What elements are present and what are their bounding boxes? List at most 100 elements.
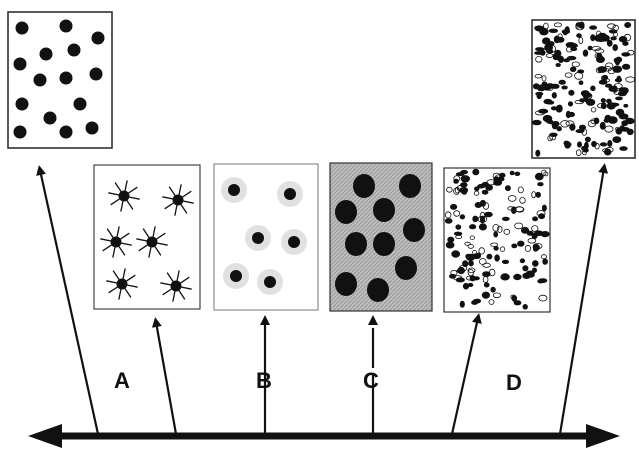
network-domain bbox=[482, 292, 489, 298]
network-domain bbox=[570, 124, 575, 131]
network-domain bbox=[456, 225, 461, 230]
network-domain bbox=[577, 34, 582, 38]
network-domain bbox=[466, 254, 471, 258]
network-domain bbox=[570, 67, 576, 72]
network-domain bbox=[598, 33, 607, 39]
network-domain bbox=[536, 48, 544, 51]
particle-dot bbox=[345, 232, 367, 256]
network-domain bbox=[539, 279, 547, 283]
network-domain bbox=[532, 120, 541, 125]
network-domain bbox=[607, 40, 612, 46]
network-domain bbox=[542, 38, 550, 44]
network-domain bbox=[537, 93, 542, 98]
particle-dot bbox=[367, 278, 389, 302]
network-domain bbox=[565, 141, 571, 148]
particle-dot bbox=[373, 198, 395, 222]
particle-dot bbox=[68, 44, 81, 57]
panel-dots-on-gray-matrix bbox=[330, 163, 432, 311]
network-domain bbox=[460, 187, 468, 193]
network-domain bbox=[538, 183, 544, 186]
network-domain bbox=[454, 232, 462, 235]
arrow-to-star-particles bbox=[156, 322, 176, 434]
network-domain bbox=[613, 137, 621, 143]
network-domain bbox=[535, 173, 543, 180]
panel-dense-network bbox=[532, 20, 635, 158]
particle-dot bbox=[90, 68, 103, 81]
network-domain bbox=[556, 37, 564, 42]
label-b: B bbox=[256, 368, 272, 393]
particle-dot bbox=[335, 272, 357, 296]
particle-dot bbox=[60, 126, 73, 139]
panel-haloed-particles bbox=[214, 164, 318, 310]
network-domain bbox=[546, 50, 553, 54]
network-domain bbox=[461, 176, 470, 183]
panel-mixed-network bbox=[444, 168, 550, 312]
particle-dot bbox=[34, 74, 47, 87]
network-domain bbox=[472, 301, 478, 305]
network-domain bbox=[469, 225, 475, 229]
particle-dot bbox=[373, 232, 395, 256]
network-domain bbox=[600, 122, 605, 129]
particle-dot bbox=[60, 72, 73, 85]
network-domain bbox=[607, 103, 615, 110]
network-domain bbox=[482, 190, 488, 194]
particle-dot bbox=[92, 32, 105, 45]
haloed-particle-core bbox=[230, 270, 242, 282]
arrow-to-dense-network bbox=[560, 168, 604, 434]
network-domain bbox=[562, 30, 570, 34]
network-domain bbox=[523, 266, 528, 271]
label-c: C bbox=[363, 368, 379, 393]
network-domain bbox=[569, 90, 574, 95]
network-domain bbox=[501, 274, 510, 280]
network-domain bbox=[536, 192, 541, 197]
axis-right-arrowhead bbox=[586, 424, 620, 448]
particle-dot bbox=[395, 256, 417, 280]
haloed-particle-core bbox=[288, 236, 300, 248]
label-d: D bbox=[506, 370, 522, 395]
horizontal-axis bbox=[28, 424, 620, 448]
network-domain bbox=[622, 64, 630, 69]
network-domain bbox=[445, 219, 452, 224]
network-domain bbox=[613, 66, 622, 73]
network-domain bbox=[611, 37, 617, 40]
network-domain bbox=[486, 185, 493, 191]
network-domain bbox=[597, 53, 602, 59]
network-domain bbox=[553, 57, 561, 60]
network-domain bbox=[627, 129, 633, 135]
network-domain bbox=[571, 44, 577, 48]
network-domain bbox=[556, 63, 561, 66]
network-domain bbox=[449, 274, 455, 278]
network-domain bbox=[448, 237, 454, 242]
network-domain bbox=[608, 140, 612, 146]
particle-dot bbox=[74, 98, 87, 111]
network-domain bbox=[518, 241, 525, 246]
network-domain bbox=[563, 59, 569, 62]
network-domain bbox=[609, 86, 616, 91]
network-domain bbox=[502, 260, 508, 264]
network-domain bbox=[613, 45, 618, 51]
network-domain bbox=[550, 133, 558, 137]
network-domain bbox=[604, 149, 611, 155]
network-domain bbox=[588, 46, 592, 50]
particle-dot bbox=[399, 174, 421, 198]
network-domain bbox=[520, 259, 525, 263]
network-domain bbox=[578, 70, 584, 73]
network-domain bbox=[521, 227, 528, 233]
network-domain bbox=[487, 254, 492, 259]
network-domain bbox=[624, 104, 628, 107]
network-domain bbox=[552, 93, 556, 99]
network-domain bbox=[463, 283, 468, 289]
network-domain bbox=[605, 115, 611, 121]
network-domain bbox=[454, 179, 459, 183]
network-domain bbox=[582, 146, 587, 150]
network-domain bbox=[473, 169, 479, 175]
network-domain bbox=[552, 122, 557, 129]
network-domain bbox=[495, 255, 500, 261]
network-domain bbox=[619, 114, 628, 119]
particle-dot bbox=[14, 58, 27, 71]
arrow-to-mixed-network bbox=[452, 318, 478, 434]
particle-dot bbox=[44, 112, 57, 125]
haloed-particle-core bbox=[252, 232, 264, 244]
network-domain bbox=[452, 251, 460, 258]
particle-dot bbox=[16, 22, 29, 35]
